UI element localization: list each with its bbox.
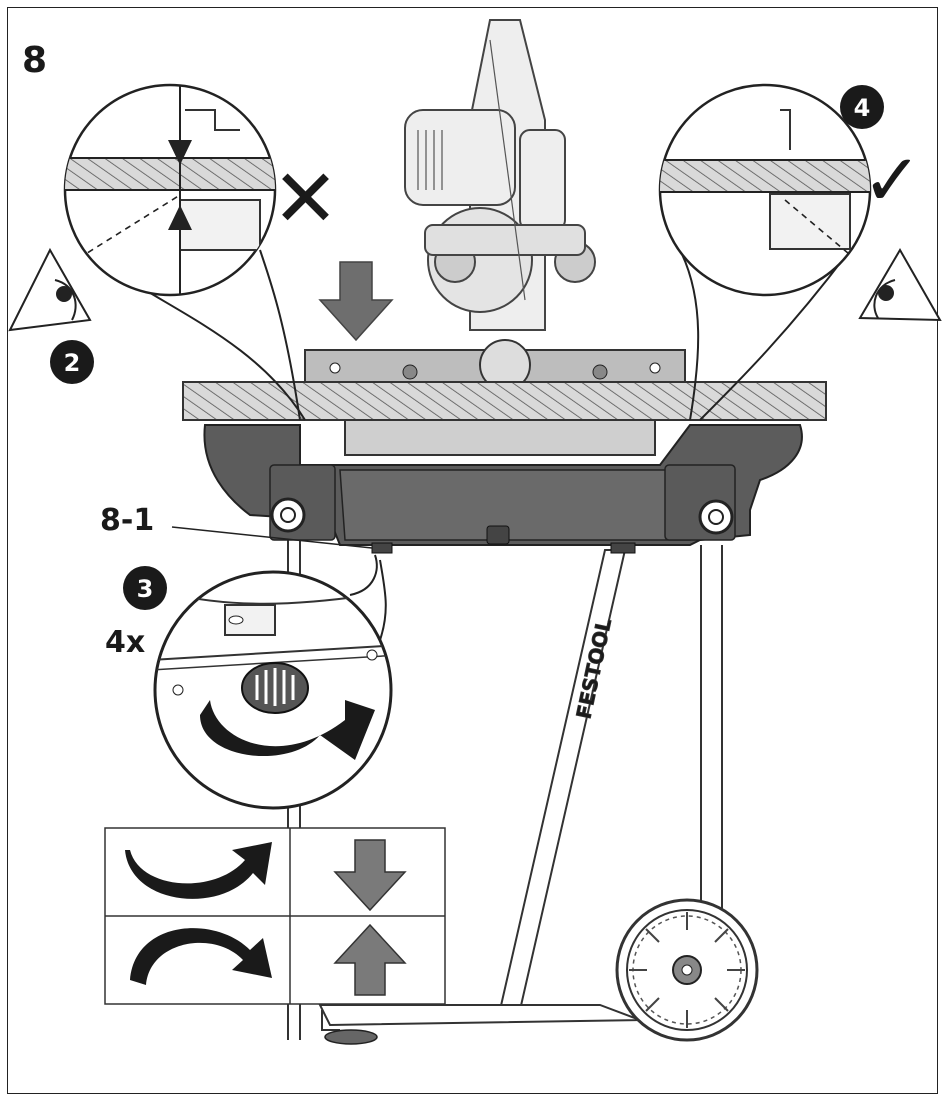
- part-callout-8-1: 8-1: [100, 503, 154, 538]
- wrong-mark: ✕: [272, 152, 339, 245]
- step-badge-3: 3: [123, 566, 167, 610]
- step-badge-4: 4: [840, 85, 884, 129]
- figure-number: 8: [22, 40, 47, 81]
- up-arrow-icon: [333, 923, 407, 996]
- step-badge-2: 2: [50, 340, 94, 384]
- eye-icon: [8, 247, 92, 332]
- wheel: [615, 898, 759, 1042]
- svg-text:3: 3: [137, 575, 154, 603]
- miter-saw: [404, 19, 596, 331]
- adjustment-legend-table: [104, 827, 446, 1005]
- counterclockwise-arrow-icon: [130, 928, 272, 985]
- callout-leader-line: [171, 526, 373, 549]
- detail-correct-flush: [658, 83, 872, 421]
- detail-wrong-gap: [63, 83, 306, 421]
- workpiece-board: [182, 381, 827, 421]
- clockwise-arrow-icon: [125, 842, 272, 899]
- eye-icon: [858, 248, 942, 322]
- work-table: [203, 424, 803, 554]
- svg-text:4: 4: [854, 94, 871, 122]
- down-arrow-icon: [333, 839, 407, 912]
- figure-frame: [7, 7, 938, 1094]
- levelling-foot: [371, 542, 393, 554]
- svg-text:2: 2: [64, 349, 81, 377]
- detail-levelling-knob: [153, 554, 393, 810]
- correct-mark: ✓: [862, 138, 922, 222]
- quantity-label: 4x: [105, 625, 145, 660]
- press-down-arrow-icon: [318, 261, 394, 342]
- foot-pad: [324, 1029, 378, 1045]
